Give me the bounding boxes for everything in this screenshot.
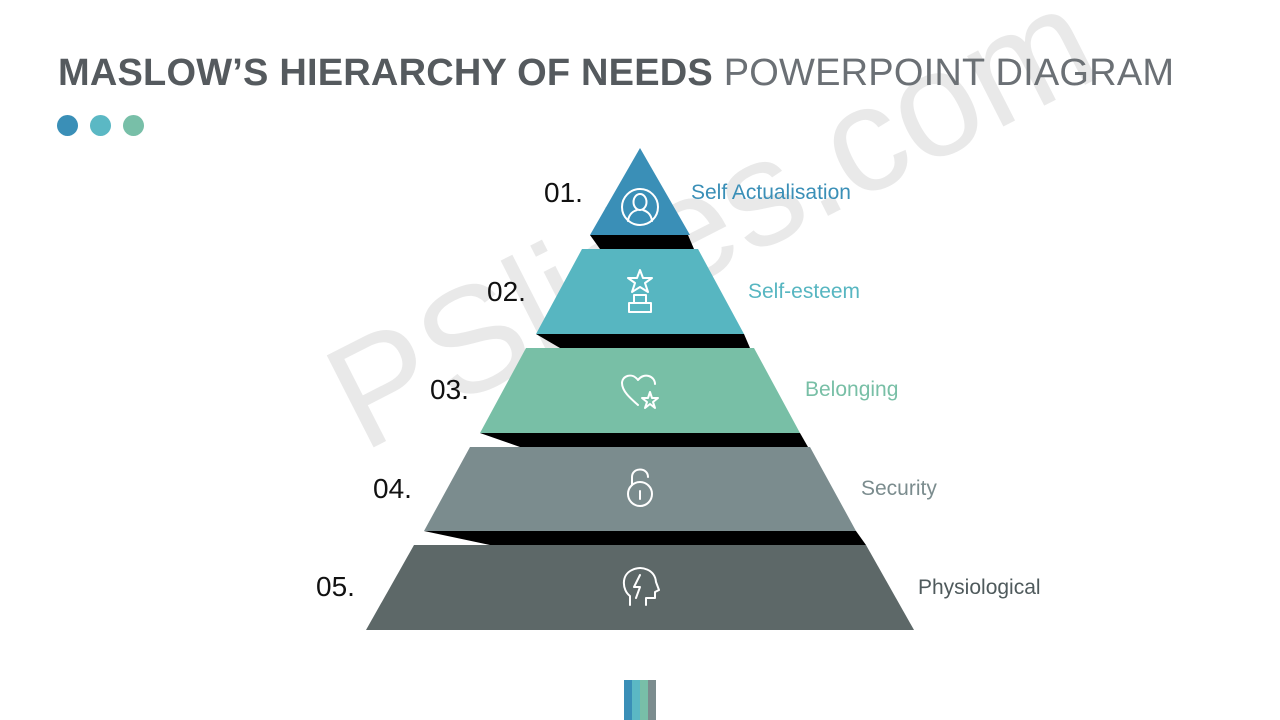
- page-title: MASLOW’S HIERARCHY OF NEEDS POWERPOINT D…: [58, 50, 1174, 96]
- padlock-icon: [627, 468, 653, 507]
- divider-1: [590, 235, 694, 249]
- title-light: POWERPOINT DIAGRAM: [712, 52, 1175, 94]
- level-5-number: 05.: [316, 571, 355, 602]
- level-3-shape: [480, 348, 800, 433]
- heart-star-icon: [621, 374, 659, 409]
- footer-color-bar: [624, 680, 656, 720]
- level-4-shape: [424, 447, 856, 531]
- dot-icon: [57, 115, 78, 136]
- decorative-dots: [57, 115, 144, 136]
- level-2-shape: [536, 249, 744, 334]
- level-2-number: 02.: [487, 276, 526, 307]
- trophy-star-icon: [627, 269, 653, 313]
- divider-4: [424, 531, 866, 545]
- divider-2: [536, 334, 750, 348]
- level-1-shape: [590, 148, 690, 235]
- level-2-label: Self-esteem: [748, 280, 861, 303]
- dot-icon: [123, 115, 144, 136]
- level-4-number: 04.: [373, 473, 412, 504]
- person-in-circle-icon: [621, 188, 659, 226]
- title-bold: MASLOW’S HIERARCHY OF NEEDS: [58, 52, 713, 94]
- level-3-number: 03.: [430, 374, 469, 405]
- level-4-label: Security: [861, 477, 937, 500]
- level-1-label: Self Actualisation: [691, 181, 851, 204]
- level-1-number: 01.: [544, 177, 583, 208]
- head-lightning-icon: [622, 567, 660, 606]
- level-5-label: Physiological: [918, 576, 1041, 599]
- level-3-label: Belonging: [805, 378, 899, 401]
- divider-3: [480, 433, 808, 447]
- dot-icon: [90, 115, 111, 136]
